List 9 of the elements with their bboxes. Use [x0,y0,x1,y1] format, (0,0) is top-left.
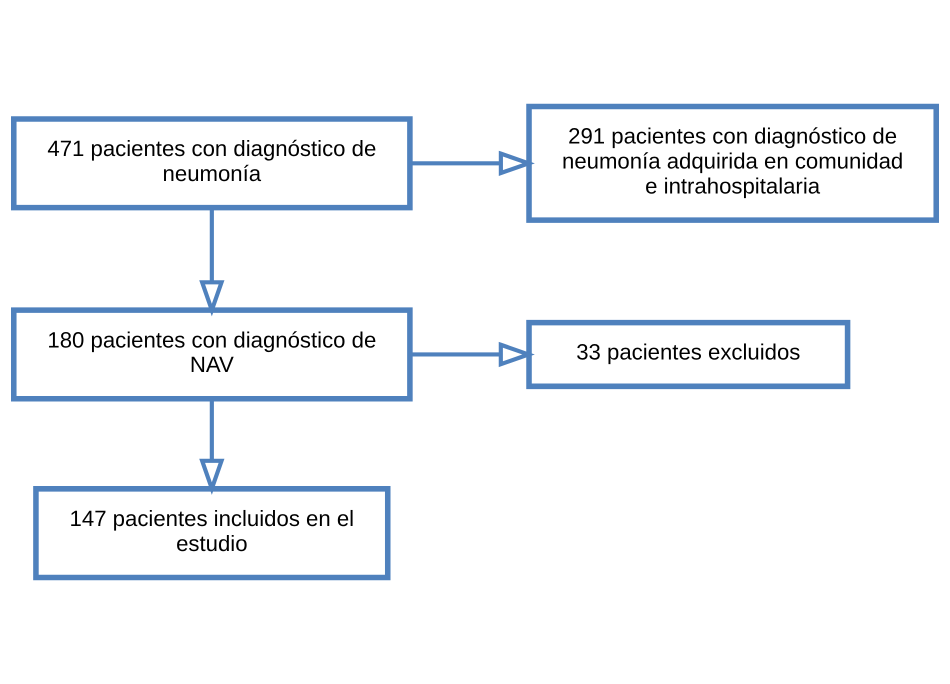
node-box: 291 pacientes con diagnóstico de neumonía adquirida en comunidad e intrahospitalaria [526,104,939,223]
arrow [410,342,535,368]
node-box: 147 pacientes incluidos en el estudio [33,486,390,580]
node-box: 180 pacientes con diagnóstico de NAV [11,307,413,402]
node-box: 33 pacientes excluidos [526,320,850,390]
arrow [199,398,224,495]
node-box: 471 pacientes con diagnóstico de neumonía [11,116,413,210]
arrow [199,208,224,316]
arrow [410,150,535,176]
